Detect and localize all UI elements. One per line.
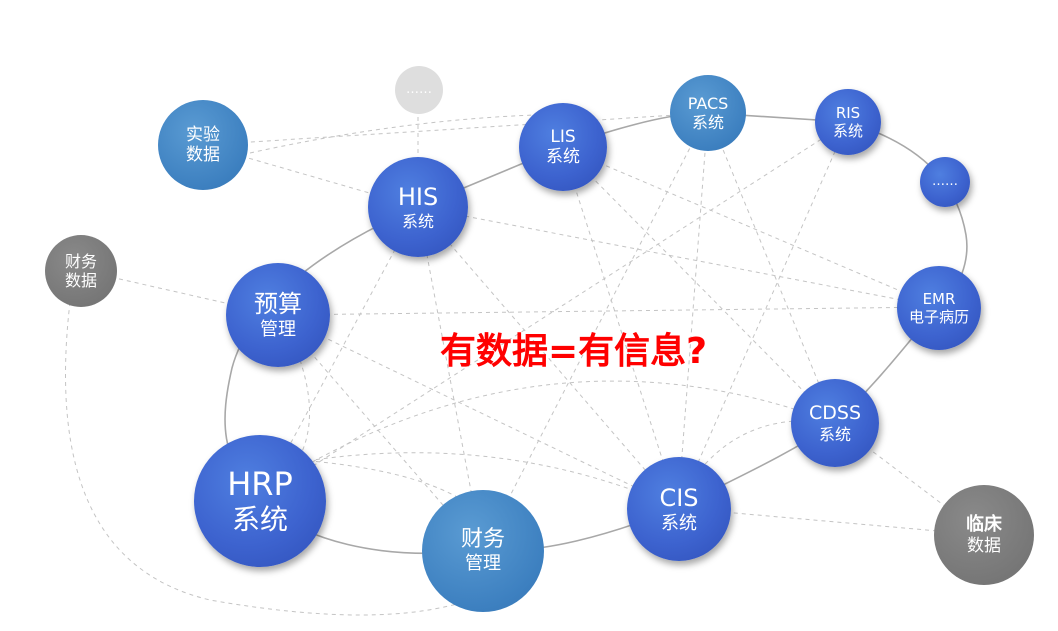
- node-hrp-line1: HRP: [227, 465, 293, 503]
- node-fin-data-line2: 数据: [64, 271, 97, 290]
- node-exp-data-line1: 实验: [186, 124, 220, 145]
- link-budget-emr: [277, 306, 939, 316]
- link-budget-cis: [277, 314, 679, 509]
- link-lis-cdss: [561, 146, 836, 424]
- node-clin-data-line2: 数据: [967, 535, 1001, 556]
- link-findata-finmgmt-arc: [65, 301, 471, 616]
- node-his-line1: HIS: [397, 183, 439, 211]
- node-hrp-line2: 系统: [231, 503, 288, 537]
- node-clin-data: 临床 数据: [934, 485, 1034, 585]
- node-cdss-line2: 系统: [818, 424, 851, 444]
- node-his-line2: 系统: [401, 211, 434, 231]
- node-budget: 预算 管理: [226, 263, 330, 367]
- link-lis-emr: [561, 146, 939, 308]
- link-hrp-cis-arc: [299, 452, 679, 509]
- node-fin-mgmt-line2: 管理: [465, 553, 501, 575]
- node-exp-data-line2: 数据: [186, 145, 220, 165]
- node-ris: RIS 系统: [815, 89, 881, 155]
- node-dots-top: ……: [395, 66, 443, 114]
- node-fin-mgmt: 财务 管理: [422, 490, 544, 612]
- node-ris-line2: 系统: [832, 122, 863, 140]
- node-cis-line1: CIS: [659, 483, 699, 512]
- node-budget-line2: 管理: [260, 318, 296, 340]
- node-cis-line2: 系统: [661, 512, 697, 534]
- node-fin-mgmt-line1: 财务: [460, 527, 505, 552]
- link-ris-cis: [677, 121, 849, 509]
- node-cis: CIS 系统: [627, 457, 731, 561]
- node-emr: EMR 电子病历: [897, 266, 981, 350]
- node-dots-top-line1: ……: [406, 82, 432, 98]
- link-pacs-finmgmt: [481, 112, 709, 551]
- node-lis-line1: LIS: [550, 126, 576, 147]
- node-ris-line1: RIS: [835, 104, 861, 122]
- node-pacs-line2: 系统: [691, 113, 724, 132]
- main-ring: [224, 112, 968, 555]
- link-his-emr: [417, 206, 939, 308]
- node-budget-line1: 预算: [254, 289, 302, 318]
- node-fin-data: 财务 数据: [45, 235, 117, 307]
- node-emr-line1: EMR: [922, 290, 956, 308]
- node-exp-data: 实验 数据: [158, 100, 248, 190]
- node-cdss-line1: CDSS: [808, 402, 862, 424]
- link-budget-hrp-arc: [297, 359, 311, 461]
- link-expdata-pacs: [202, 112, 709, 146]
- link-hrp-cdss-arc: [297, 380, 836, 471]
- node-lis: LIS 系统: [519, 103, 607, 191]
- headline-question: 有数据=有信息?: [440, 331, 708, 372]
- node-emr-line2: 电子病历: [908, 308, 969, 326]
- node-pacs-line1: PACS: [687, 93, 729, 113]
- node-pacs: PACS 系统: [670, 75, 746, 151]
- link-his-cis: [417, 206, 679, 509]
- node-fin-data-line1: 财务: [64, 251, 97, 271]
- node-cdss: CDSS 系统: [791, 379, 879, 467]
- link-pacs-cdss: [707, 112, 836, 424]
- node-hrp: HRP 系统: [194, 435, 326, 567]
- node-his: HIS 系统: [368, 157, 468, 257]
- link-expdata-lis: [249, 114, 536, 154]
- node-clin-data-line1: 临床: [966, 514, 1002, 535]
- link-lis-cis: [561, 146, 679, 509]
- link-pacs-cis: [677, 112, 709, 509]
- node-dots-right: ……: [920, 157, 970, 207]
- node-dots-right-line1: ……: [932, 174, 958, 190]
- node-lis-line2: 系统: [546, 147, 580, 167]
